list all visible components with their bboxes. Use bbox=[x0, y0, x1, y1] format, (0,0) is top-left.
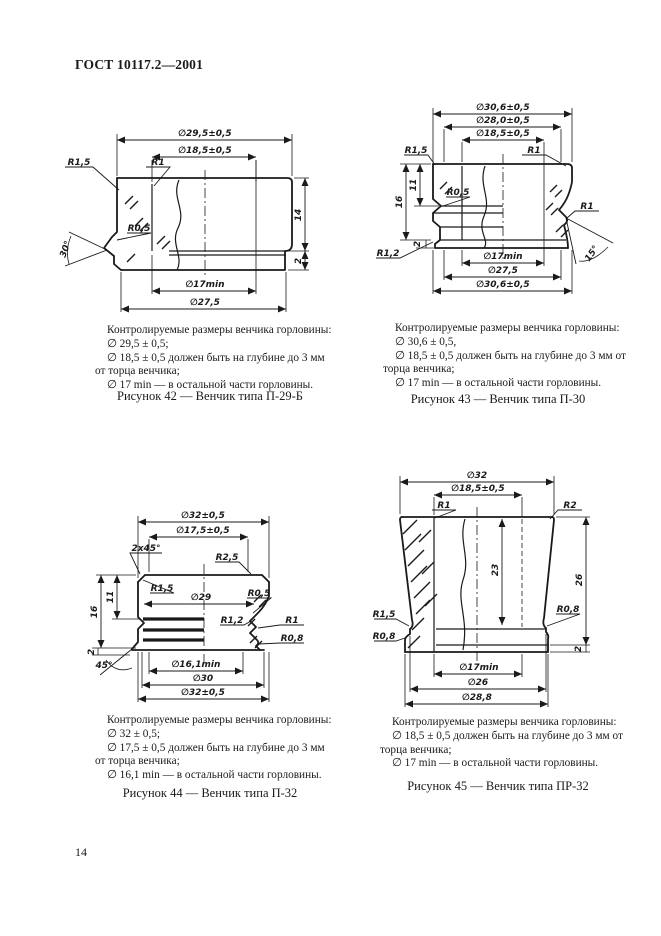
dim-label: ∅28,0±0,5 bbox=[476, 116, 529, 126]
notes-line: Контролируемые размеры венчика горловины… bbox=[392, 716, 617, 728]
notes-line: Контролируемые размеры венчика горловины… bbox=[107, 714, 332, 726]
fig44-geometry bbox=[92, 516, 304, 703]
fig45-drawing: ∅32 ∅18,5±0,5 R1 R2 23 26 2 R1,5 R0,8 R0… bbox=[373, 471, 590, 708]
dim-label: 2 bbox=[413, 241, 423, 247]
notes-line: ∅ 18,5 ± 0,5 должен быть на глубине до 3… bbox=[95, 351, 325, 378]
notes-line: ∅ 30,6 ± 0,5, bbox=[395, 335, 457, 348]
fig43-caption: Рисунок 43 — Венчик типа П-30 bbox=[410, 392, 586, 406]
dim-label: 11 bbox=[106, 591, 116, 604]
dim-label: R0,8 bbox=[281, 634, 304, 644]
notes-line: ∅ 17 min — в остальной части горловины. bbox=[107, 379, 314, 392]
dim-label: ∅30 bbox=[193, 674, 213, 684]
dim-label: R0,5 bbox=[128, 224, 151, 234]
notes-line: ∅ 17 min — в остальной части горловины. bbox=[392, 757, 599, 770]
fig43-geometry bbox=[376, 108, 614, 295]
dim-label: ∅32±0,5 bbox=[181, 688, 225, 698]
dim-label: 26 bbox=[575, 574, 585, 587]
dim-label: 14 bbox=[294, 209, 304, 222]
dim-label: 45° bbox=[94, 661, 112, 671]
fig44-caption: Рисунок 44 — Венчик типа П-32 bbox=[122, 786, 298, 800]
dim-label: ∅17min bbox=[185, 280, 224, 290]
dim-label: ∅27,5 bbox=[190, 298, 220, 308]
dim-label: 2 bbox=[574, 646, 584, 652]
notes-line: ∅ 16,1 min — в остальной части горловины… bbox=[107, 769, 322, 782]
fig42-notes: Контролируемые размеры венчика горловины… bbox=[95, 324, 335, 393]
dim-label: R1 bbox=[580, 202, 593, 212]
dim-label: R0,8 bbox=[557, 605, 580, 615]
notes-line: Контролируемые размеры венчика горловины… bbox=[107, 324, 332, 336]
dim-label: R1,5 bbox=[405, 146, 428, 156]
dim-label: R1 bbox=[285, 616, 298, 626]
dim-label: ∅32±0,5 bbox=[181, 511, 225, 521]
fig45-geometry bbox=[374, 476, 590, 708]
dim-label: R1,2 bbox=[221, 616, 244, 626]
fig44-drawing: ∅32±0,5 ∅17,5±0,5 2x45° R2,5 R1,5 ∅29 R0… bbox=[87, 511, 304, 703]
notes-line: ∅ 18,5 ± 0,5 должен быть на глубине до 3… bbox=[380, 729, 623, 756]
dim-label: ∅18,5±0,5 bbox=[451, 484, 504, 494]
dim-label: R0,8 bbox=[373, 632, 396, 642]
page-number: 14 bbox=[75, 845, 87, 859]
notes-line: Контролируемые размеры венчика горловины… bbox=[395, 322, 620, 334]
dim-label: ∅16,1min bbox=[172, 660, 221, 670]
dim-label: ∅17min bbox=[483, 252, 522, 262]
dim-label: 30° bbox=[59, 240, 74, 259]
fig42-geometry bbox=[64, 134, 309, 313]
dim-label: ∅32 bbox=[467, 471, 487, 481]
dim-label: R1 bbox=[437, 501, 450, 511]
fig43-notes: Контролируемые размеры венчика горловины… bbox=[383, 322, 629, 391]
dim-label: 11 bbox=[409, 179, 419, 192]
fig45-notes: Контролируемые размеры венчика горловины… bbox=[380, 716, 628, 771]
dim-label: 23 bbox=[491, 564, 501, 577]
dim-label: ∅29,5±0,5 bbox=[178, 129, 231, 139]
dim-label: ∅27,5 bbox=[488, 266, 518, 276]
fig45-caption: Рисунок 45 — Венчик типа ПР-32 bbox=[407, 779, 589, 793]
dim-label: ∅29 bbox=[191, 593, 211, 603]
dim-label: R0,5 bbox=[447, 188, 470, 198]
dim-label: ∅17,5±0,5 bbox=[176, 526, 229, 536]
notes-line: ∅ 17 min — в остальной части горловины. bbox=[395, 377, 602, 390]
dim-label: 2x45° bbox=[131, 544, 160, 554]
page-title: ГОСТ 10117.2—2001 bbox=[75, 57, 204, 72]
dim-label: R1,2 bbox=[377, 249, 400, 259]
dim-label: R1,5 bbox=[68, 158, 91, 168]
dim-label: ∅30,6±0,5 bbox=[476, 280, 529, 290]
dim-label: R0,5 bbox=[248, 589, 271, 599]
dim-label: ∅26 bbox=[468, 678, 488, 688]
notes-line: ∅ 32 ± 0,5; bbox=[107, 727, 161, 740]
dim-label: ∅18,5±0,5 bbox=[476, 129, 529, 139]
fig42-caption: Рисунок 42 — Венчик типа П-29-Б bbox=[117, 389, 303, 403]
fig44-notes: Контролируемые размеры венчика горловины… bbox=[95, 714, 335, 783]
dim-label: R1 bbox=[527, 146, 540, 156]
dim-label: ∅18,5±0,5 bbox=[178, 146, 231, 156]
dim-label: R1,5 bbox=[151, 584, 174, 594]
fig43-dim-labels: ∅30,6±0,5 ∅28,0±0,5 ∅18,5±0,5 R1,5 R1 R0… bbox=[377, 103, 602, 290]
dim-label: 16 bbox=[395, 196, 405, 209]
fig43-drawing: ∅30,6±0,5 ∅28,0±0,5 ∅18,5±0,5 R1,5 R1 R0… bbox=[376, 103, 614, 295]
notes-line: ∅ 29,5 ± 0,5; bbox=[107, 337, 169, 350]
dim-label: ∅30,6±0,5 bbox=[476, 103, 529, 113]
dim-label: R2 bbox=[563, 501, 576, 511]
dim-label: 16 bbox=[90, 606, 100, 619]
notes-line: ∅ 17,5 ± 0,5 должен быть на глубине до 3… bbox=[95, 741, 325, 768]
dim-label: R1,5 bbox=[373, 610, 396, 620]
fig42-drawing: ∅29,5±0,5 ∅18,5±0,5 R1,5 R1 R0,5 30° 14 … bbox=[59, 129, 309, 313]
dim-label: ∅17min bbox=[459, 663, 498, 673]
dim-label: 2 bbox=[87, 649, 97, 655]
dim-label: 2 bbox=[294, 258, 304, 264]
fig44-dim-labels: ∅32±0,5 ∅17,5±0,5 2x45° R2,5 R1,5 ∅29 R0… bbox=[87, 511, 303, 698]
dim-label: R1 bbox=[151, 158, 164, 168]
dim-label: 15° bbox=[583, 244, 601, 264]
dim-label: ∅28,8 bbox=[462, 693, 492, 703]
dim-label: R2,5 bbox=[216, 553, 239, 563]
notes-line: ∅ 18,5 ± 0,5 должен быть на глубине до 3… bbox=[383, 349, 626, 376]
fig45-dim-labels: ∅32 ∅18,5±0,5 R1 R2 23 26 2 R1,5 R0,8 R0… bbox=[373, 471, 585, 703]
